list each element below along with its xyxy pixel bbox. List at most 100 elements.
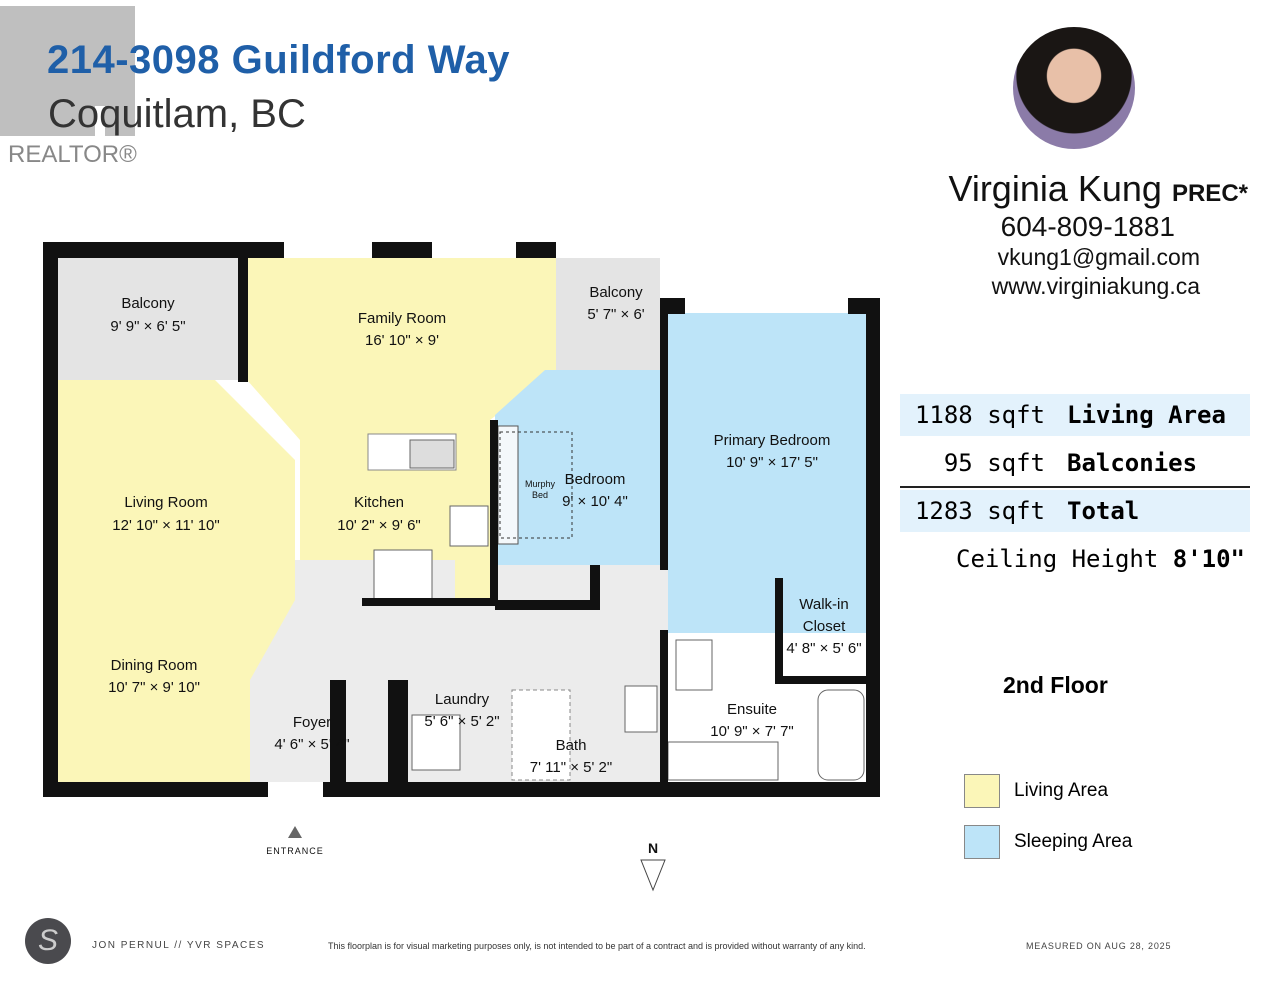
sink-icon xyxy=(409,439,455,469)
wall xyxy=(43,242,243,258)
wall xyxy=(866,298,880,797)
agent-phone[interactable]: 604-809-1881 xyxy=(1000,211,1175,242)
wall xyxy=(388,680,408,782)
toilet-icon xyxy=(675,639,713,691)
compass-label: N xyxy=(648,840,658,856)
shower-icon xyxy=(511,689,571,781)
stat-living-area: 1188 sqft Living Area xyxy=(900,394,1250,436)
cooktop-icon xyxy=(449,505,489,547)
balcony-center-fill xyxy=(556,258,660,370)
legend-swatch xyxy=(964,825,1000,859)
legend-label: Living Area xyxy=(1014,780,1109,801)
murphy-label: Murphy xyxy=(525,479,556,489)
agent-name-text: Virginia Kung xyxy=(948,168,1162,209)
wall xyxy=(362,598,498,606)
room-name: Ensuite xyxy=(727,701,777,718)
wall xyxy=(495,600,595,610)
property-title: 214-3098 Guildford Way xyxy=(47,38,510,82)
realtor-logo xyxy=(0,6,135,136)
washer-icon xyxy=(411,714,461,771)
room-name: Bedroom xyxy=(565,471,626,488)
room-name: Laundry xyxy=(435,691,490,708)
room-name: Walk-in xyxy=(799,596,848,613)
entrance-label: ENTRANCE xyxy=(266,846,324,856)
room-dim: 10' 9" × 17' 5" xyxy=(726,454,818,471)
stat-value: 95 sqft xyxy=(943,449,1045,477)
room-dim: 12' 10" × 11' 10" xyxy=(112,517,219,534)
wall xyxy=(372,242,432,258)
wall xyxy=(248,242,284,258)
agent-email[interactable]: vkung1@gmail.com xyxy=(997,244,1200,270)
property-city: Coquitlam, BC xyxy=(48,92,306,136)
legend-label: Sleeping Area xyxy=(1014,831,1133,852)
balcony-left-fill xyxy=(58,258,238,380)
fridge-icon xyxy=(373,549,433,601)
agent-designation: PREC* xyxy=(1171,180,1248,207)
murphy-bed-outline xyxy=(499,431,573,539)
room-name: Bath xyxy=(556,737,587,754)
murphy-label: Bed xyxy=(532,490,548,500)
room-dim: 10' 9" × 7' 7" xyxy=(710,723,794,740)
room-name: Kitchen xyxy=(354,494,404,511)
yvr-spaces-logo: S xyxy=(25,918,71,964)
agent-website[interactable]: www.virginiakung.ca xyxy=(991,273,1200,299)
room-dim: 7' 11" × 5' 2" xyxy=(530,759,612,776)
stat-total: 1283 sqft Total xyxy=(900,490,1250,532)
living-dining-fill xyxy=(58,380,295,782)
legend-sleeping: Sleeping Area xyxy=(964,825,1132,859)
murphy-bed-cabinet xyxy=(497,425,519,545)
wall xyxy=(238,242,248,382)
wall xyxy=(775,676,866,684)
room-dim: 4' 8" × 5' 6" xyxy=(786,640,861,657)
room-dim: 10' 7" × 9' 10" xyxy=(108,679,200,696)
stat-value: 1283 sqft xyxy=(914,497,1045,525)
wall xyxy=(330,680,346,782)
room-name: Balcony xyxy=(121,295,175,312)
room-dim: 16' 10" × 9' xyxy=(365,332,439,349)
room-dim: 5' 7" × 6' xyxy=(587,306,644,323)
agent-photo xyxy=(1013,27,1135,149)
room-name: Family Room xyxy=(358,310,446,327)
ceiling-value: 8'10" xyxy=(1172,545,1245,573)
bath-sink-icon xyxy=(624,685,658,733)
bedroom-fill xyxy=(495,370,660,565)
stat-label: Balconies xyxy=(1067,449,1198,477)
wall xyxy=(590,565,600,610)
room-name: Living Room xyxy=(124,494,207,511)
stat-value: 1188 sqft xyxy=(914,401,1045,429)
room-dim: 5' 6" × 5' 2" xyxy=(424,713,499,730)
room-name: Dining Room xyxy=(111,657,198,674)
room-dim: 9' 9" × 6' 5" xyxy=(110,318,185,335)
stats-divider xyxy=(900,486,1250,488)
floor-label: 2nd Floor xyxy=(1003,672,1108,698)
entrance-arrow-icon xyxy=(288,826,302,838)
wall xyxy=(43,782,268,797)
footer-measured-date: MEASURED ON AUG 28, 2025 xyxy=(1026,941,1172,951)
footer-brand: JON PERNUL // YVR SPACES xyxy=(92,940,266,951)
north-arrow-icon xyxy=(640,859,666,892)
room-name: Primary Bedroom xyxy=(714,432,831,449)
stat-label: Total xyxy=(1067,497,1140,525)
wall xyxy=(660,630,668,782)
wall xyxy=(490,420,498,600)
wall xyxy=(848,298,880,314)
floor-plan: Balcony 9' 9" × 6' 5" Family Room 16' 10… xyxy=(43,242,880,892)
wall xyxy=(775,578,783,680)
wall xyxy=(660,298,685,314)
walls xyxy=(43,242,880,797)
room-fills xyxy=(58,258,866,782)
room-dim: 10' 2" × 9' 6" xyxy=(337,517,421,534)
ceiling-height: Ceiling Height 8'10" xyxy=(900,538,1245,580)
room-name: Balcony xyxy=(589,284,643,301)
bathtub-icon xyxy=(817,689,865,781)
room-name: Closet xyxy=(803,618,846,635)
legend-swatch xyxy=(964,774,1000,808)
room-dim: 4' 6" × 5' 4" xyxy=(274,736,349,753)
wall xyxy=(516,242,556,258)
stat-label: Living Area xyxy=(1067,401,1226,429)
footer-disclaimer: This floorplan is for visual marketing p… xyxy=(328,941,866,951)
stat-balconies: 95 sqft Balconies xyxy=(900,442,1250,484)
realtor-logo-text: REALTOR® xyxy=(8,141,137,168)
room-name: Foyer xyxy=(293,714,331,731)
primary-bedroom-fill xyxy=(668,313,866,633)
